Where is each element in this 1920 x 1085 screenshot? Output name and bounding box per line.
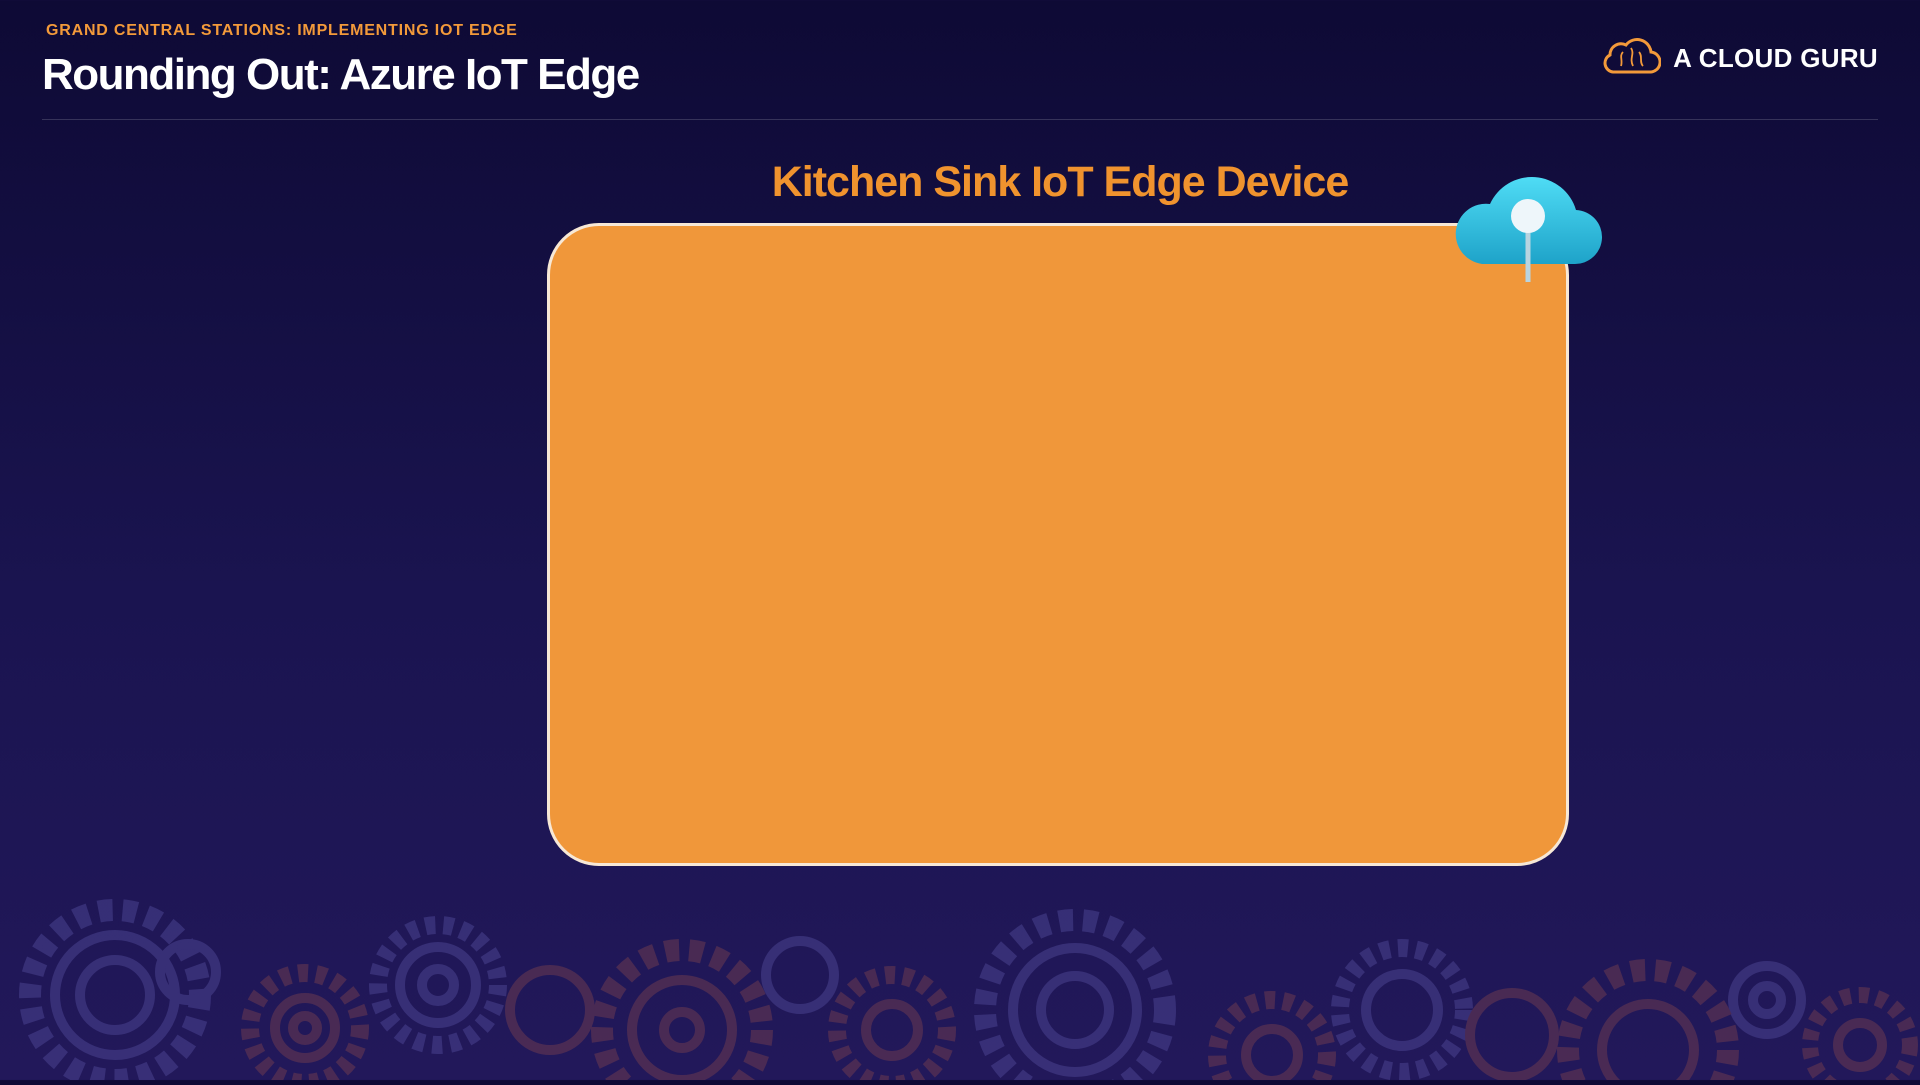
header-divider: [42, 119, 1878, 120]
deck-kicker: GRAND CENTRAL STATIONS: IMPLEMENTING IOT…: [46, 22, 518, 39]
cloud-brain-icon: [1599, 36, 1662, 81]
brand-name: A CLOUD GURU: [1673, 43, 1878, 73]
gears-decoration: [0, 860, 1920, 1085]
azure-iot-hub-cloud-icon: [1452, 158, 1604, 284]
slide-title: Rounding Out: Azure IoT Edge: [42, 50, 640, 99]
diagram-title: Kitchen Sink IoT Edge Device: [771, 158, 1350, 206]
edge-device-box: [547, 223, 1569, 866]
brand-logo: A CLOUD GURU: [1599, 36, 1878, 81]
